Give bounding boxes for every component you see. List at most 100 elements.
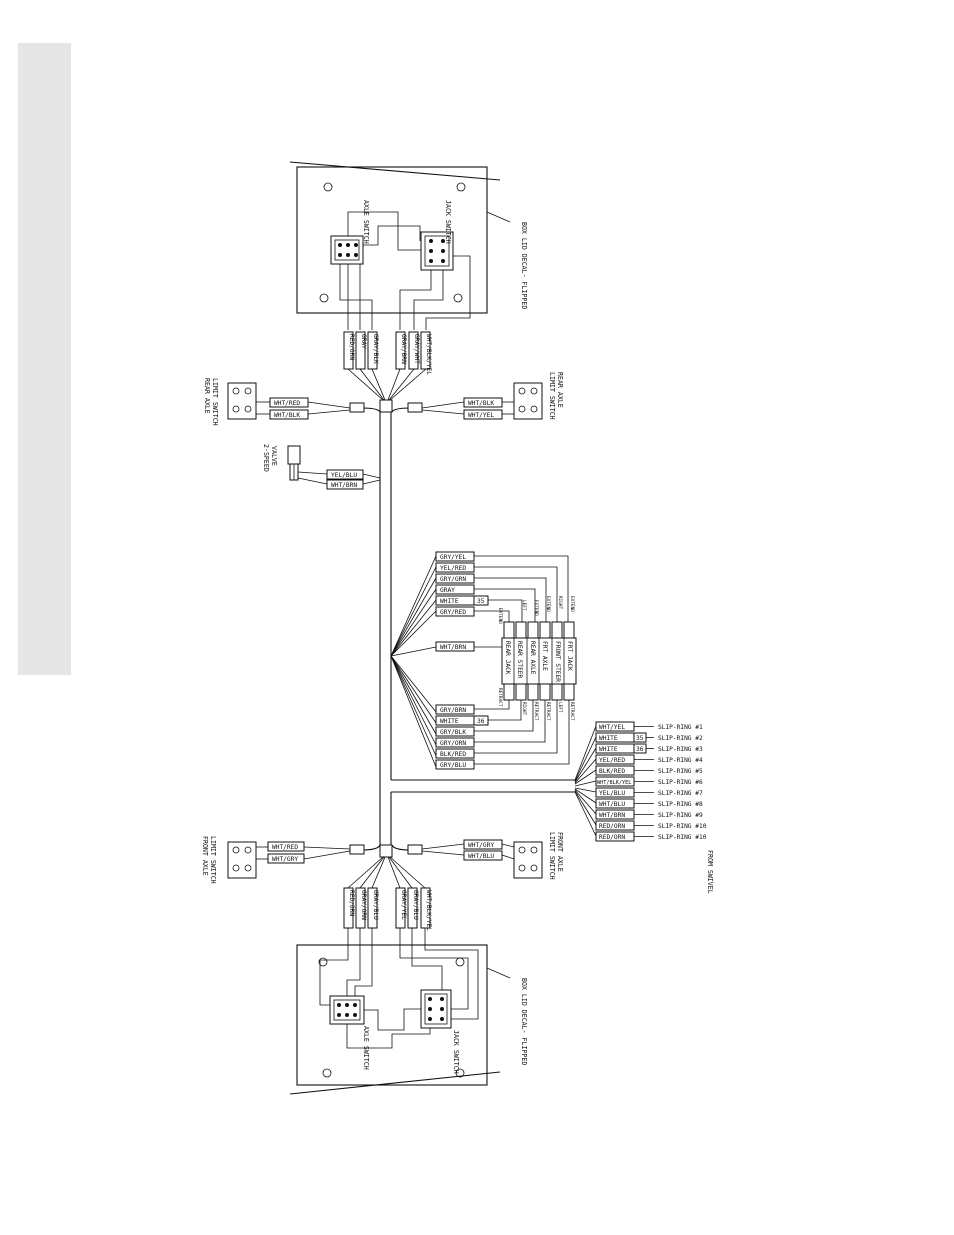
- wire-tag: GRAY/BRN: [400, 334, 407, 364]
- valve-tag: RETRACT: [533, 702, 539, 721]
- valve-name: FRT JACK: [566, 641, 573, 671]
- wire-tag: GRY/BRN: [440, 707, 466, 714]
- wire-tag: RED/ORN: [348, 334, 355, 360]
- valve-tag: RIGHT: [557, 596, 563, 610]
- front-right-title-2: LIMIT SWITCH: [548, 832, 556, 880]
- bottom-axle-switch-label: AXLE SWITCH: [362, 1026, 370, 1070]
- wire-tag: GRAY/ORN: [360, 890, 367, 920]
- valve-tag: EXTEND: [497, 608, 503, 624]
- wire-tag: RED/ORN: [599, 823, 625, 830]
- slip-ring-row: WHT/BRN SLIP-RING #9: [595, 809, 703, 820]
- valve-tag: LEFT: [557, 702, 563, 713]
- valve-direction-tags: EXTEND LEFT EXTEND EXTEND RIGHT EXTEND R…: [497, 596, 575, 721]
- wire-tag: WHT/BLK/YEL: [425, 890, 432, 931]
- wire-tag: GRAY/BLK: [372, 334, 379, 364]
- wire-tag: GRY/YEL: [440, 554, 466, 561]
- slip-ring-label: SLIP-RING #6: [658, 779, 703, 786]
- slip-ring-label: SLIP-RING #7: [658, 790, 703, 797]
- valve-tag: EXTEND: [569, 596, 575, 612]
- valve-tag: EXTEND: [533, 600, 539, 616]
- top-box-wire-tags: RED/ORN GRAY GRAY/BLK GRAY/BRN GRAY/WHT …: [343, 331, 432, 375]
- slip-ring-row: YEL/RED SLIP-RING #4: [595, 754, 703, 765]
- bottom-jack-switch-label: JACK SWITCH: [452, 1030, 460, 1074]
- slip-ring-label: SLIP-RING #10: [658, 834, 707, 841]
- wire-number: 36: [477, 718, 485, 725]
- front-left-title-1: FRONT AXLE: [201, 836, 209, 876]
- valve-tag: EXTEND: [545, 596, 551, 612]
- slip-ring-row: WHT/YEL SLIP-RING #1: [595, 721, 703, 732]
- valve-tag: RETRACT: [545, 702, 551, 721]
- bottom-control-box: AXLE SWITCH JACK SWITCH BOX LID DECAL- F…: [289, 928, 528, 1095]
- wire-tag: GRAY/WHT: [413, 334, 420, 364]
- wire-tag: GRAY/YEL: [400, 890, 407, 920]
- rear-left-limit-switch: WHT/RED WHT/BLK REAR AXLE LIMIT SWITCH: [203, 378, 351, 426]
- valve-tag: RETRACT: [569, 702, 575, 721]
- valve-name: REAR AXLE: [529, 641, 536, 675]
- valve-title-1: 2-SPEED: [262, 444, 270, 472]
- slip-ring-label: SLIP-RING #5: [658, 768, 703, 775]
- wire-number: 35: [477, 598, 485, 605]
- wire-tag: WHT/BRN: [440, 644, 466, 651]
- solenoid-valve-bank: GRY/YEL YEL/RED GRY/GRN GRAY WHITE 35 GR…: [390, 551, 577, 770]
- wire-tag: YEL/BLU: [331, 472, 357, 479]
- bottom-jack-switch: [420, 989, 452, 1029]
- slip-ring-group: WHT/YEL SLIP-RING #1 WHITE 35 SLIP-RING …: [574, 721, 714, 894]
- valve-names: REAR JACK REAR STEER REAR AXLE FRT AXLE …: [504, 641, 573, 682]
- wire-tag: RED/ORN: [599, 834, 625, 841]
- wire-tag: GRAY: [440, 587, 455, 594]
- valve-name: REAR STEER: [516, 641, 523, 679]
- wire-tag: WHT/BLK/YEL: [597, 780, 631, 786]
- wire-tag: BLK/RED: [599, 768, 625, 775]
- wire-tag: WHT/RED: [274, 400, 300, 407]
- slip-ring-label: SLIP-RING #2: [658, 735, 703, 742]
- slip-ring-label: SLIP-RING #8: [658, 801, 703, 808]
- slip-ring-row: WHT/BLU SLIP-RING #8: [595, 798, 703, 809]
- wire-tag: WHT/YEL: [599, 724, 625, 731]
- valve-tag: LEFT: [521, 600, 527, 611]
- slip-ring-row: BLK/RED SLIP-RING #5: [595, 765, 703, 776]
- side-tab: [18, 43, 71, 675]
- slip-ring-row: RED/ORN SLIP-RING #10: [595, 831, 707, 842]
- wire-tag: WHT/BRN: [599, 812, 625, 819]
- front-right-title-1: FRONT AXLE: [556, 832, 564, 872]
- valve-name: FRT AXLE: [541, 641, 548, 671]
- from-swivel-label: FROM SWIVEL: [706, 850, 714, 894]
- slip-ring-row: YEL/BLU SLIP-RING #7: [595, 787, 703, 798]
- wire-tag: YEL/RED: [599, 757, 625, 764]
- top-control-box: AXLE SWITCH JACK SWITCH BOX LID DECAL- F…: [289, 161, 528, 330]
- front-left-limit-switch: WHT/RED WHT/GRY FRONT AXLE LIMIT SWITCH: [201, 836, 351, 884]
- valve-name: REAR JACK: [504, 641, 511, 675]
- wire-tag: WHITE: [440, 718, 459, 725]
- bottom-decal-label: BOX LID DECAL- FLIPPED: [520, 978, 528, 1065]
- wire-tag: WHT/YEL: [468, 412, 494, 419]
- wire-tag: GRY/ORN: [440, 740, 466, 747]
- valve-name: FRONT STEER: [554, 641, 561, 682]
- wire-tag: WHT/BLK/YEL: [425, 334, 432, 375]
- slip-ring-label: SLIP-RING #1: [658, 724, 703, 731]
- wire-tag: GRAY/BLU: [372, 890, 379, 920]
- wire-tag: YEL/RED: [440, 565, 466, 572]
- wire-tag: GRY/GRN: [440, 576, 466, 583]
- top-decal-label: BOX LID DECAL- FLIPPED: [520, 222, 528, 309]
- slip-ring-row: WHT/BLK/YEL SLIP-RING #6: [595, 776, 703, 787]
- wire-tag: WHITE: [599, 735, 618, 742]
- valve-tag: RETRACT: [497, 688, 503, 707]
- top-jack-switch-label: JACK SWITCH: [444, 200, 452, 244]
- wire-tag: GRY/BLK: [440, 729, 466, 736]
- two-speed-valve: YEL/BLU WHT/BRN 2-SPEED VALVE: [262, 444, 381, 490]
- bottom-axle-switch: [329, 995, 365, 1025]
- slip-ring-label: SLIP-RING #4: [658, 757, 703, 764]
- rear-right-title-2: LIMIT SWITCH: [548, 372, 556, 420]
- rear-right-title-1: REAR AXLE: [556, 372, 564, 408]
- slip-ring-row: WHITE 35 SLIP-RING #2: [595, 732, 703, 743]
- wire-tag: WHT/GRY: [272, 856, 298, 863]
- wire-tag: WHT/BLU: [599, 801, 625, 808]
- wire-number: 35: [636, 735, 644, 742]
- top-axle-switch: [330, 235, 364, 265]
- front-left-title-2: LIMIT SWITCH: [209, 836, 217, 884]
- valve-coils-bottom: [503, 683, 575, 701]
- wire-tag: WHT/GRY: [468, 842, 494, 849]
- top-fan: [347, 368, 427, 401]
- solenoid-top-tags: GRY/YEL YEL/RED GRY/GRN GRAY WHITE 35 GR…: [435, 551, 489, 617]
- wire-tag: GRY/RED: [440, 609, 466, 616]
